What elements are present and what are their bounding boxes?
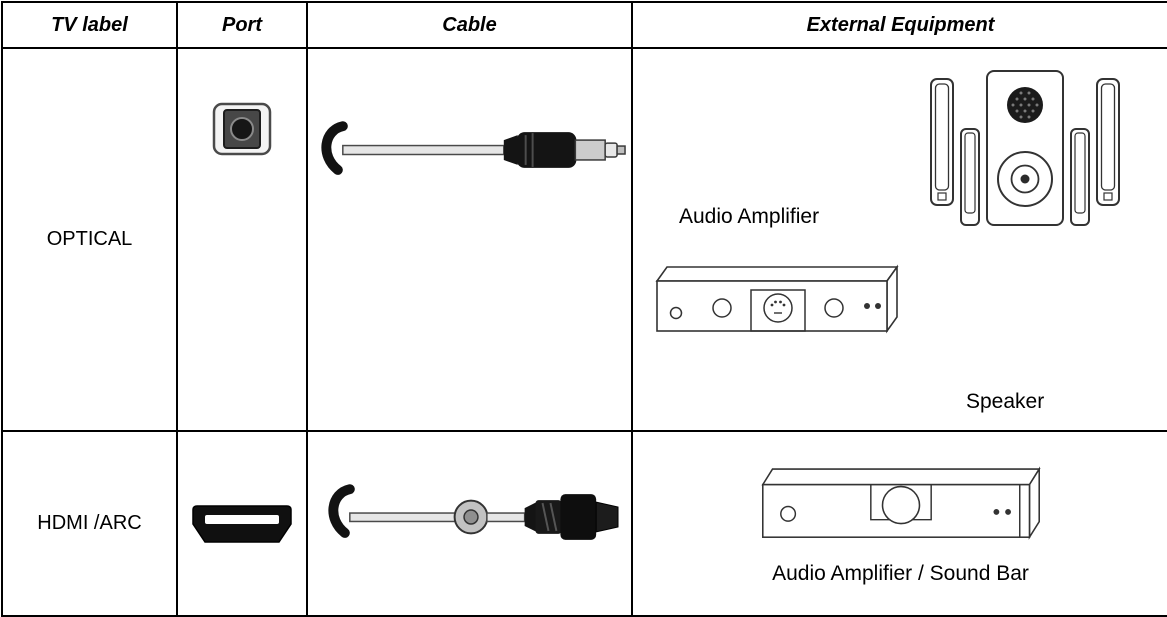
audio-amplifier-label: Audio Amplifier bbox=[679, 205, 820, 228]
cell-optical-port bbox=[176, 47, 308, 432]
tv-label-hdmi-arc: HDMI /ARC bbox=[37, 512, 142, 534]
cell-hdmi-port bbox=[176, 430, 308, 617]
speaker-system-icon bbox=[930, 70, 1120, 226]
hdmi-arc-cable-icon bbox=[328, 483, 619, 540]
optical-port-icon bbox=[212, 102, 272, 156]
cell-optical-tv-label: OPTICAL bbox=[1, 47, 178, 432]
header-cable: Cable bbox=[306, 1, 633, 49]
header-tv-label: TV label bbox=[1, 1, 178, 49]
row-optical: OPTICAL bbox=[1, 47, 1167, 432]
optical-cable-icon bbox=[321, 121, 626, 175]
row-hdmi-arc: HDMI /ARC bbox=[1, 430, 1167, 617]
audio-amplifier-icon bbox=[655, 264, 899, 334]
cell-hdmi-cable bbox=[306, 430, 633, 617]
sound-bar-label: Audio Amplifier / Sound Bar bbox=[772, 562, 1029, 585]
hdmi-port-icon bbox=[192, 504, 292, 543]
cell-optical-equipment: Audio Amplifier bbox=[631, 47, 1167, 432]
header-external-equipment: External Equipment bbox=[631, 1, 1167, 49]
speaker-label: Speaker bbox=[966, 390, 1045, 413]
cell-hdmi-equipment: Audio Amplifier / Sound Bar bbox=[631, 430, 1167, 617]
sound-bar-icon bbox=[760, 466, 1041, 540]
cell-hdmi-tv-label: HDMI /ARC bbox=[1, 430, 178, 617]
header-row: TV label Port Cable External Equipment bbox=[1, 1, 1167, 49]
cell-optical-cable bbox=[306, 47, 633, 432]
header-port: Port bbox=[176, 1, 308, 49]
tv-label-optical: OPTICAL bbox=[46, 228, 133, 250]
